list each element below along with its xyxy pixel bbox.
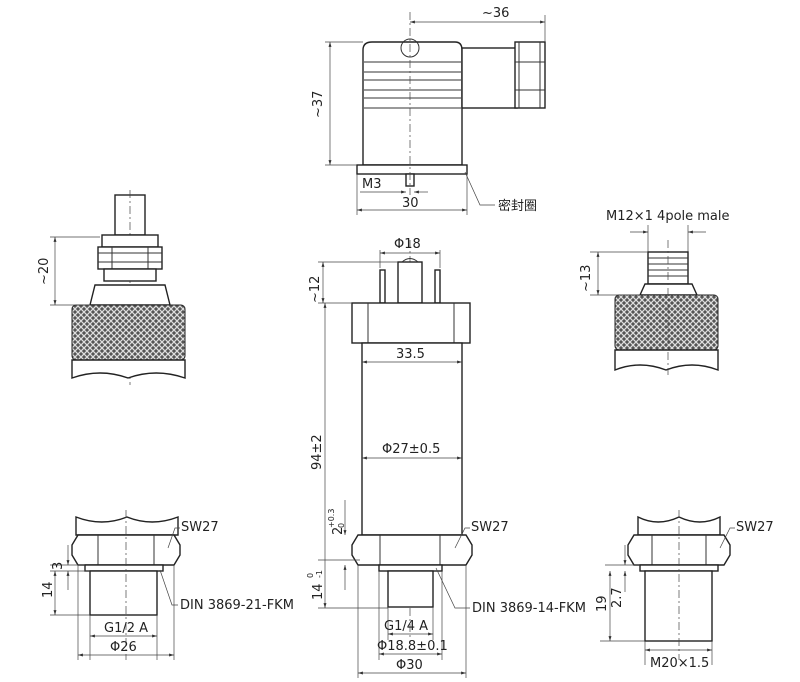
dim-length: 94±2 (310, 434, 325, 470)
dim-gap-tol-upper: +0.3 (327, 509, 336, 528)
din-connector-view: ~36 ~37 30 M3 密封圈 (311, 6, 546, 215)
dim-washer: 3 (51, 562, 66, 570)
dim-pin-height: ~12 (308, 276, 323, 303)
dim-thread-len: 14 (311, 583, 326, 600)
dim-height: ~37 (311, 91, 326, 118)
g12-fitting-view: SW27 DIN 3869-21-FKM 14 3 G1/2 A Φ26 (41, 510, 294, 660)
hex-label: SW27 (181, 520, 219, 535)
dim-thread-len: 14 (41, 581, 56, 598)
dim-dia: Φ26 (110, 640, 137, 655)
hex-label: SW27 (471, 520, 509, 535)
dim-hex-dia: Φ30 (396, 658, 423, 673)
m12-label: M12×1 4pole male (606, 209, 730, 224)
dim-base: 30 (402, 196, 419, 211)
dim-gap-tol-lower: 0 (337, 523, 346, 528)
cable-gland-view: ~20 (37, 190, 186, 385)
dim-washer: 2.7 (610, 587, 625, 608)
dim-head-width: 33.5 (396, 347, 425, 362)
dim-body-dia: Φ27±0.5 (382, 442, 440, 457)
dim-m12-height: ~13 (579, 265, 594, 292)
seal-label: DIN 3869-21-FKM (180, 598, 294, 613)
dim-thread: M20×1.5 (650, 656, 709, 671)
dim-thread: G1/4 A (384, 619, 428, 634)
dim-gland-height: ~20 (37, 258, 52, 285)
dim-gap: 2 (331, 527, 346, 535)
hex-label: SW27 (736, 520, 774, 535)
dim-thread-tol-upper: 0 (306, 573, 315, 578)
dim-thread: G1/2 A (104, 621, 148, 636)
m12-connector-view: M12×1 4pole male ~13 (579, 209, 730, 375)
dim-thread-len: 19 (595, 595, 610, 612)
dim-thread-tol-lower: -1 (315, 570, 324, 578)
dim-seal-dia: Φ18.8±0.1 (377, 639, 448, 654)
seal-label: 密封圈 (498, 198, 537, 214)
seal-label: DIN 3869-14-FKM (472, 601, 586, 616)
m20-fitting-view: SW27 19 2.7 M20×1.5 (595, 510, 774, 671)
main-body-view: Φ18 ~12 33.5 94±2 Φ27±0.5 2 +0.3 0 14 0 … (306, 237, 586, 678)
dim-screw: M3 (362, 177, 382, 192)
dim-width: ~36 (482, 6, 509, 21)
dim-pin-dia: Φ18 (394, 237, 421, 252)
